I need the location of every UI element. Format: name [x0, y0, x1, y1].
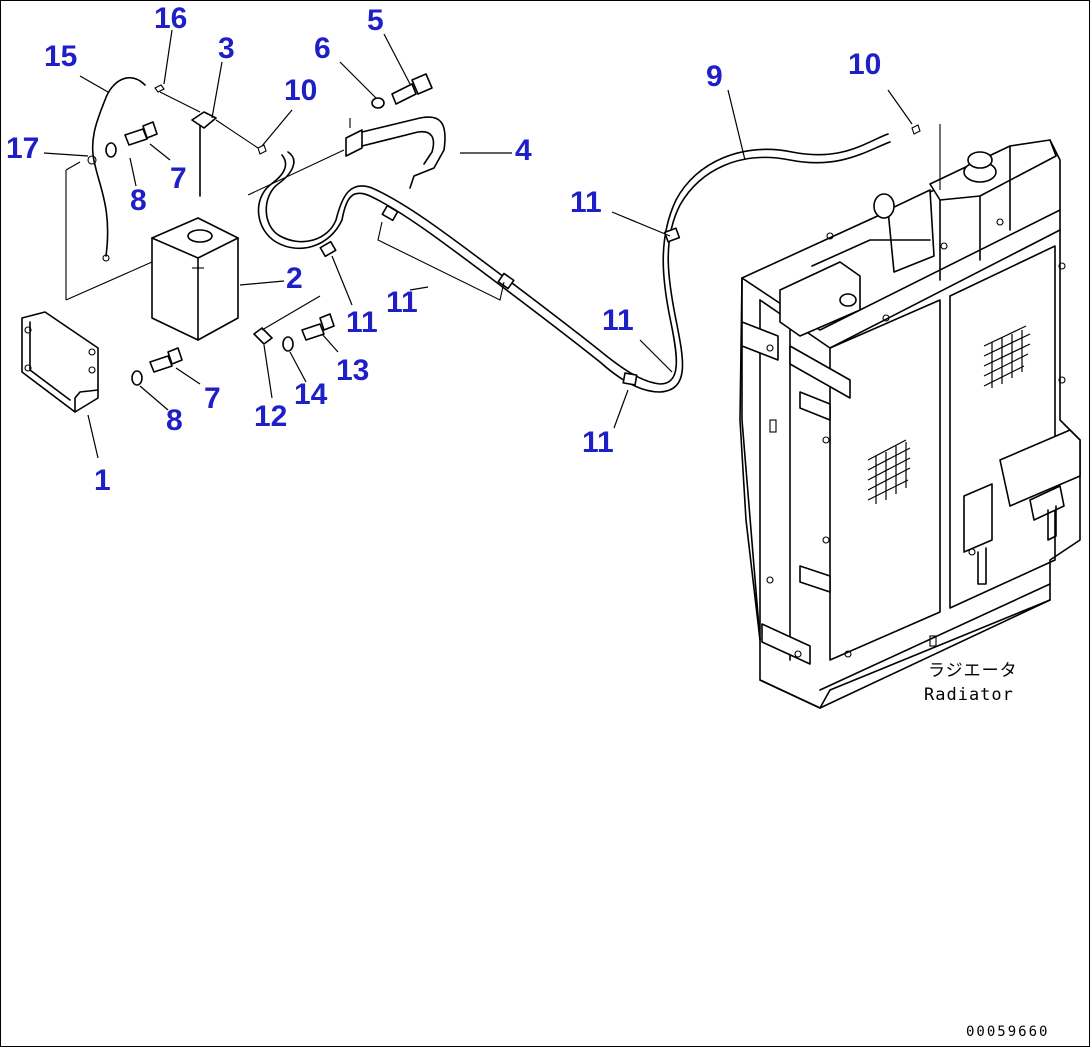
- label-17: 17: [6, 132, 39, 165]
- label-5: 5: [367, 4, 384, 37]
- label-1: 1: [94, 464, 111, 497]
- supply-hose: [257, 141, 891, 393]
- bolt-5: [391, 73, 433, 105]
- overflow-hose: [91, 77, 146, 257]
- label-13: 13: [336, 354, 369, 387]
- label-11-d: 11: [602, 304, 634, 337]
- drawing-code: 00059660: [966, 1024, 1049, 1040]
- reserve-tank-part: [65, 217, 239, 341]
- label-4: 4: [515, 134, 532, 167]
- leader-lines: [43, 29, 913, 459]
- label-6: 6: [314, 32, 331, 65]
- bolt-washer-upper: [105, 121, 158, 158]
- hose-clips: [319, 204, 681, 386]
- label-10-left: 10: [284, 74, 317, 107]
- label-16: 16: [154, 2, 187, 35]
- label-2: 2: [286, 262, 303, 295]
- radiator-caption-english: Radiator: [924, 685, 1014, 705]
- label-9: 9: [706, 60, 723, 93]
- label-10-right: 10: [848, 48, 881, 81]
- label-14: 14: [294, 378, 328, 411]
- label-12: 12: [254, 400, 287, 433]
- radiator-caption-japanese: ラジエータ: [928, 661, 1018, 681]
- part-number-labels: 1 2 3 4 5 6 7 7 8 8 9 10 10 11 11 11 11 …: [6, 2, 881, 497]
- clip-bolt-group: [253, 295, 335, 352]
- label-11-c: 11: [570, 186, 602, 219]
- washer-6: [371, 97, 385, 109]
- radiator-assembly: [739, 124, 1081, 709]
- level-gauge-part: [191, 111, 259, 197]
- bolt-washer-lower: [131, 347, 183, 386]
- label-7-upper: 7: [170, 162, 187, 195]
- hose-bracket-part: [247, 116, 446, 196]
- label-11-e: 11: [582, 426, 614, 459]
- label-8-upper: 8: [130, 184, 147, 217]
- label-8-lower: 8: [166, 404, 183, 437]
- label-11-a: 11: [346, 306, 378, 339]
- clip-10-left: [257, 144, 267, 155]
- label-15: 15: [44, 40, 77, 73]
- label-11-b: 11: [386, 286, 418, 319]
- label-7-lower: 7: [204, 382, 221, 415]
- bracket-part: [21, 161, 99, 413]
- label-3: 3: [218, 32, 235, 65]
